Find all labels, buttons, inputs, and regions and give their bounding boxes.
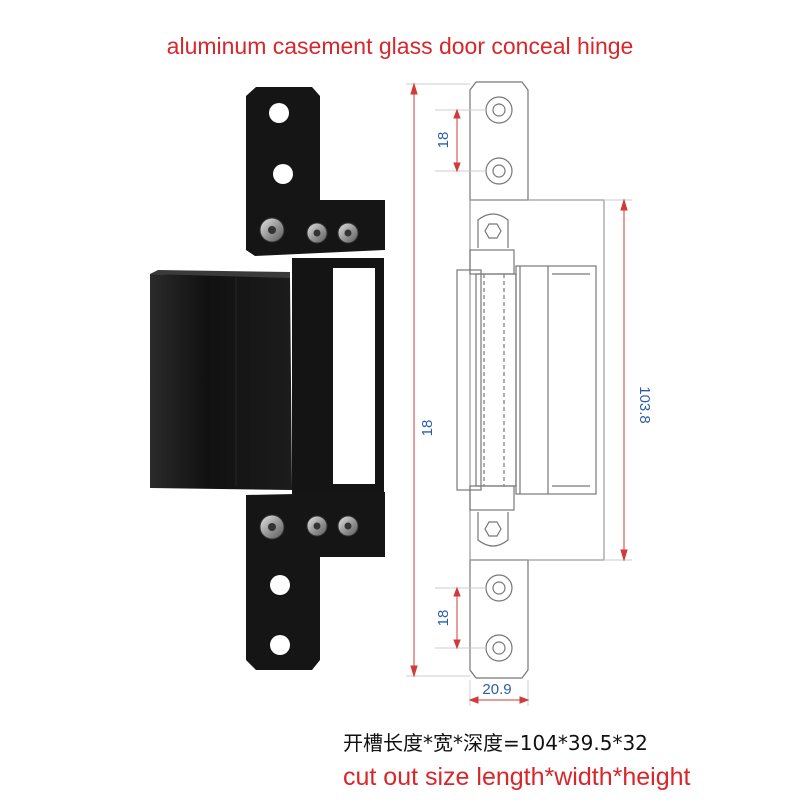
screw-icon	[259, 514, 285, 540]
dim-label-top-hole-spacing: 18	[435, 132, 452, 149]
screw-icon	[306, 222, 328, 244]
mount-hole-1	[269, 103, 289, 123]
hinge-bottom-plate	[246, 492, 385, 670]
dim-label-overall-length: 18	[419, 420, 436, 437]
dim-label-plate-width: 20.9	[482, 681, 511, 698]
mount-hole-4	[270, 635, 290, 655]
mount-hole-2	[273, 164, 293, 184]
cut-out-spec-english: cut out size length*width*height	[343, 763, 691, 791]
drawing-top-plate	[469, 81, 529, 201]
dimension-lines	[406, 82, 632, 706]
dim-label-body-length: 103.8	[636, 386, 653, 424]
hinge-slot-window	[333, 268, 375, 484]
page-title: aluminum casement glass door conceal hin…	[166, 33, 634, 59]
cut-out-spec-chinese: 开槽长度*宽*深度=104*39.5*32	[343, 731, 648, 755]
screw-icon	[259, 217, 285, 243]
screw-icon	[337, 515, 359, 537]
screw-icon	[306, 515, 328, 537]
hinge-photo	[150, 87, 385, 670]
hinge-front-leaf	[150, 274, 292, 490]
screw-icon	[337, 222, 359, 244]
mount-hole-3	[270, 575, 290, 595]
dim-label-bottom-hole-spacing: 18	[435, 610, 452, 627]
drawing-body-box	[469, 199, 605, 561]
hinge-top-plate	[246, 87, 385, 256]
drawing-bottom-plate	[469, 559, 529, 679]
